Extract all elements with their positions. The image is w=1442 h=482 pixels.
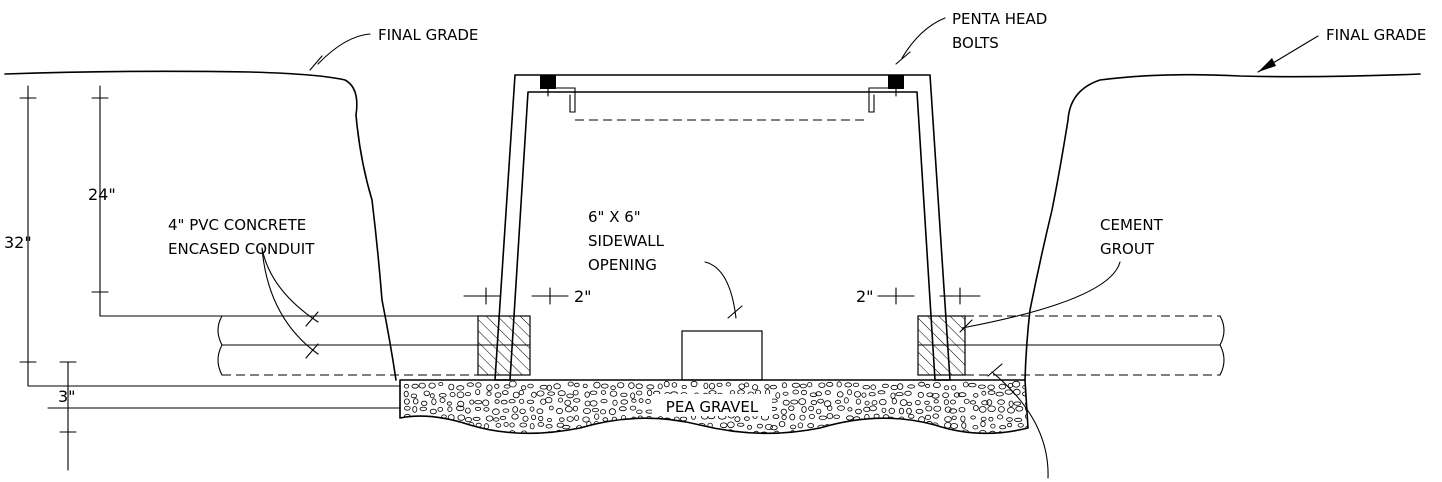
bolt-right [888,75,904,89]
grout-block-right [917,315,966,376]
dimension-gap-left [463,287,569,305]
handhole-box [494,74,951,381]
dimension-label-32: 32" [4,233,32,252]
dimension-label-3: 3" [58,387,76,406]
label-grout: GROUT [1100,240,1155,258]
bolt-left [540,75,556,89]
leader-conduit [261,247,319,359]
label-opening-line3: OPENING [588,256,657,274]
label-final-grade-right: FINAL GRADE [1326,26,1426,44]
label-final-grade-left: FINAL GRADE [378,26,478,44]
dimension-gap-right [877,287,981,305]
dimension-32 [19,85,401,387]
leader-final-grade-right [1257,35,1319,73]
dimension-label-24: 24" [88,185,116,204]
label-opening-line1: 6" X 6" [588,208,641,226]
label-conduit-line1: 4" PVC CONCRETE [168,216,306,234]
gravel-label: PEA GRAVEL [666,398,759,416]
dimension-24 [91,85,479,317]
label-penta-head: PENTA HEAD [952,10,1047,28]
label-opening-line2: SIDEWALL [588,232,665,250]
dimension-label-gap-left: 2" [574,287,592,306]
label-conduit-line2: ENCASED CONDUIT [168,240,315,258]
grout-block-left [477,315,531,376]
pea-gravel-bed: PEA GRAVEL [399,379,1029,435]
leader-final-grade-left [309,33,371,71]
conduit-left [217,315,479,376]
ground-left [4,70,397,381]
leader-gravel [987,363,1049,479]
label-bolts: BOLTS [952,34,999,52]
ground-right [1024,73,1421,381]
label-cement: CEMENT [1100,216,1164,234]
leader-cement-grout [959,261,1121,333]
dimension-3 [47,361,401,471]
gravel-label-bg [652,394,772,416]
leader-penta-bolts [895,17,946,65]
sidewall-opening [681,330,763,381]
handhole-cover [540,75,904,121]
conduit-right [964,315,1225,376]
dimension-label-gap-right: 2" [856,287,874,306]
leader-sidewall-opening [704,261,743,319]
